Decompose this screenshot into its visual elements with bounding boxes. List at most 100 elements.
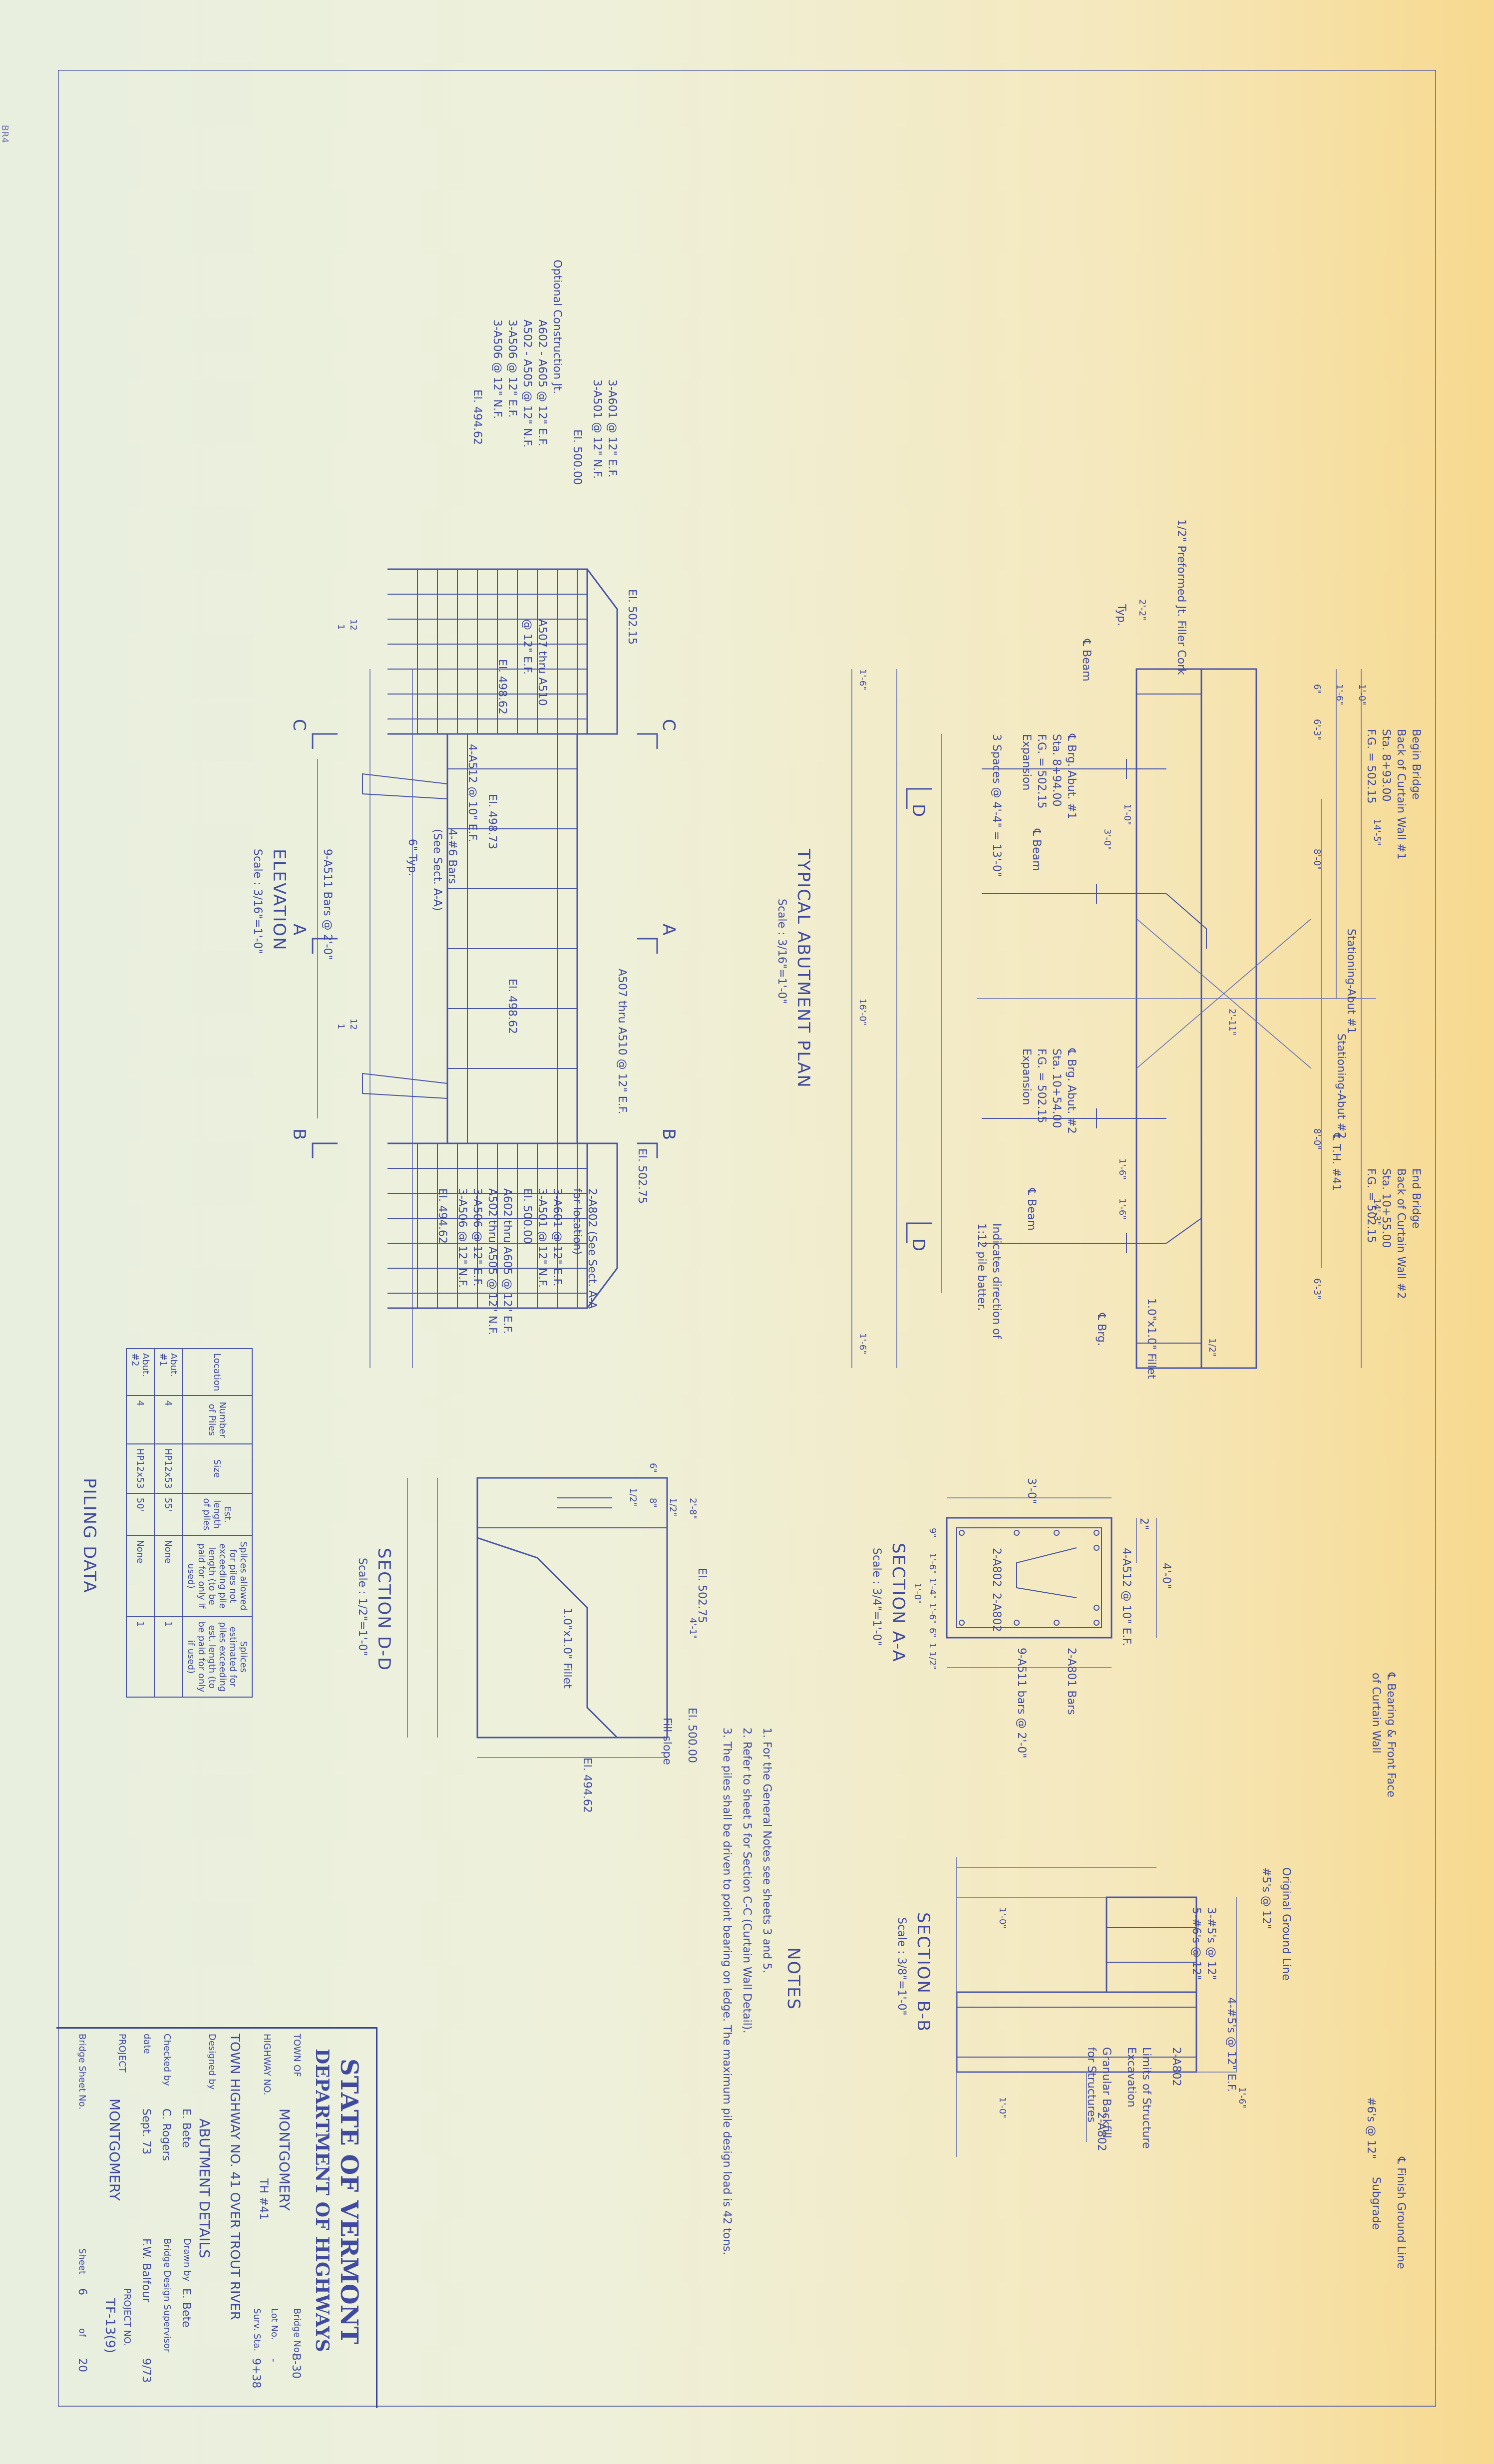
tb-sheet-label: Bridge Sheet No. [77,2034,87,2110]
tb-dept: DEPARTMENT OF HIGHWAYS [312,2049,333,2352]
tb-drawing: ABUTMENT DETAILS [196,2118,213,2258]
tb-date2: 9/73 [140,2358,152,2383]
sb-d1: 1'-6" [1237,2087,1247,2109]
plan-pile-note-1: Indicates direction of [990,1223,1003,1339]
tb-highway-label: HIGHWAY NO. [262,2034,272,2096]
elev-title: ELEVATION [269,849,289,951]
plan-brg-abut1-fg: F.G. = 502.15 [1035,734,1048,809]
sb-granular: Granular Backfill [1100,2047,1113,2138]
piling-row: Abut. #2 4 HP12x53 50' None 1 [126,1349,154,1697]
elev-el-494-62-left: El. 494.62 [471,389,483,445]
tb-project-no: TF-13(9) [102,2298,117,2354]
sa-d1-5: 1 1/2" [927,1643,938,1670]
plan-typ: Typ. [1115,604,1127,626]
tb-highway: TH #41 [257,2178,270,2220]
sa-a802b: 2-A802 [990,1593,1003,1632]
piling-header-row: Location Number of Piles Size Est. lengt… [182,1349,252,1697]
piling-cell: 4 [126,1396,154,1444]
piling-cell: Abut. #2 [126,1349,154,1396]
piling-cell: 4 [154,1396,182,1444]
elev-el-502-15: El. 502.15 [626,589,638,645]
piling-cell: 1 [126,1616,154,1697]
abutment-plan-linework [370,668,1376,1369]
sd-el-494-62: El. 494.62 [581,1758,593,1813]
sb-d2: 1'-0" [997,1907,1008,1929]
elev-batter-left-1: 1 [336,624,346,630]
plan-dim-7: 8'-0" [1312,1128,1322,1150]
elev-el-498-62-left: El. 498.62 [496,659,508,714]
plan-sta-1: Sta. 8+93.00 [1380,729,1392,802]
piling-header-location: Location [182,1349,252,1396]
tb-surv-label: Surv. Sta. [252,2308,262,2352]
elev-bars-right-5: 3-A501 @ 12" N.F. [536,1188,548,1288]
section-aa-linework [946,1497,1157,1668]
tb-designed-label: Designed by [207,2034,217,2090]
sa-d16b: 1'-6" [927,1603,938,1624]
sa-bars-bottom: 2-A801 Bars [1065,1648,1078,1715]
plan-stationing-1: Stationing-Abut #1 [1345,929,1357,1034]
sb-top-bar: #5's @ 12" [1260,1867,1272,1930]
plan-section-d-left: D [908,804,928,818]
elev-cut-a-left: A [659,924,679,937]
plan-dim-13: 1'-6" [857,1333,868,1355]
tb-date-label: date [142,2034,152,2054]
plan-dim-6: 14'-5" [1372,819,1382,846]
tb-designed: E. Bete [180,2109,192,2148]
plan-th41: ℄ T.H. #41 [1330,1133,1342,1191]
plan-dim-15: 1'-0" [1122,804,1132,825]
elev-bars-mid-5: (See Sect. A-A) [431,829,443,911]
tb-total: 20 [76,2358,88,2372]
tb-drawn: E. Bete [180,2288,192,2328]
plan-brg-abut2-sta: Sta. 10+54.00 [1050,1049,1063,1128]
tb-supervisor: F.W. Balfour [140,2238,152,2303]
elev-typ-6: 6" Typ. [406,839,418,877]
sd-d4: 4'-1" [688,1618,698,1639]
sa-scale: Scale : 3/4"=1'-0" [870,1548,883,1646]
elev-cut-c-right: C [289,719,309,732]
plan-dim-3: 6" [1312,684,1322,694]
tb-supervisor-label: Bridge Design Supervisor [162,2238,172,2353]
plan-dim-11: 16'-0" [857,999,868,1026]
piling-cell: None [154,1535,182,1617]
plan-dim-2: 1'-6" [1334,684,1345,705]
sa-d2: 2" [1137,1518,1150,1530]
tb-sheet-word: Sheet [77,2248,87,2275]
plan-dim-1: 1'-0" [1357,684,1367,705]
plan-brg-plate: ℄ Brg. [1095,1313,1108,1346]
tb-lot-label: Lot No. [269,2308,280,2340]
sa-bars-top: 4-A512 @ 10" E.F. [1120,1548,1132,1646]
plan-dim-5: 8'-0" [1312,849,1322,870]
sd-el-502-75: El. 502.75 [696,1568,708,1623]
elev-bars-bottom: 9-A511 Bars @ 2'-0" [321,849,334,960]
piling-cell: HP12x53 [126,1443,154,1493]
elev-el-498-62-right: El. 498.62 [506,979,518,1034]
elev-bars-right-1: A507 thru A510 @ 12" E.F. [616,969,628,1114]
plan-dim-8: 6'-3" [1312,1278,1322,1300]
piling-row: Abut. #1 4 HP12x53 55' None 1 [154,1349,182,1697]
elev-cut-a-right: A [289,924,309,937]
plan-dim-18: 1'-6" [1117,1198,1127,1220]
piling-title: PILING DATA [79,1478,99,1594]
elev-batter-right: 12 [348,1019,359,1030]
sa-title: SECTION A-A [888,1543,908,1663]
sb-scale: Scale : 3/8"=1'-0" [895,1917,908,2016]
elev-batter-right-1: 1 [336,1024,346,1030]
plan-dim-12: 1'-6" [857,669,868,691]
sb-subgrade: Subgrade [1370,2177,1382,2230]
tb-town-label: TOWN OF [292,2034,302,2077]
piling-header-number: Number of Piles [182,1396,252,1444]
elev-bars-right-4: 3-A601 @ 12" E.F. [551,1188,563,1287]
elev-bars-right-6: A602 thru A605 @ 12" E.F. [501,1188,513,1334]
elev-bars-right-8: 3-A506 @ 12" E.F. [471,1188,483,1287]
tb-bridge-label: Bridge No. [292,2308,302,2356]
sb-a802: 2-A802 [1170,2047,1182,2087]
piling-cell: 1 [154,1616,182,1697]
elev-el-500-left: El. 500.00 [571,429,583,485]
sa-width: 4'-0" [1160,1563,1172,1589]
plan-pile-note-2: 1:12 pile batter. [975,1223,988,1311]
tb-checked: C. Rogers [160,2109,172,2161]
sb-limits: Limits of Structure [1140,2047,1152,2149]
tb-project-label: PROJECT [117,2034,127,2073]
sb-orig-ground: Original Ground Line [1280,1867,1292,1981]
elev-bars-left-2: 3-A501 @ 12" N.F. [591,379,603,479]
